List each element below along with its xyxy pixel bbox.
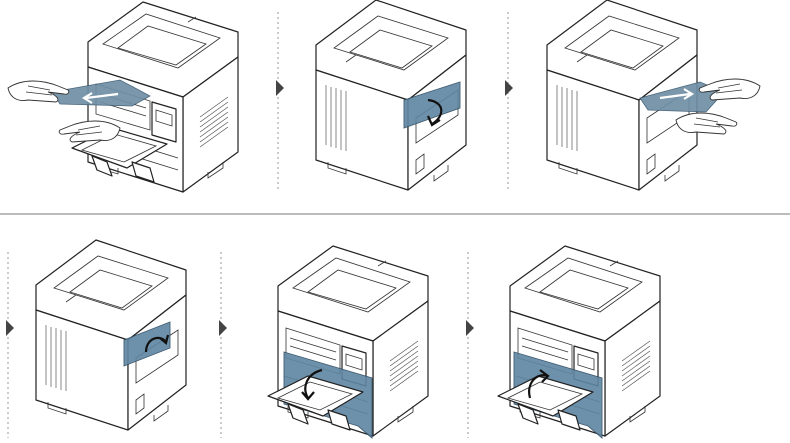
close-arrow-icon — [144, 334, 170, 353]
hand-icon — [675, 112, 738, 135]
step-marker-6-icon — [466, 320, 474, 336]
step-marker-2-icon — [276, 80, 284, 96]
jammed-paper-icon — [51, 79, 151, 107]
pull-arrow-icon — [659, 88, 695, 100]
step-2-open-rear-cover — [315, 0, 467, 191]
step-5-open-front-cover — [267, 245, 429, 439]
open-arrow-icon — [301, 368, 323, 401]
close-arrow-icon — [528, 369, 550, 399]
step-1-pull-paper-front — [7, 1, 239, 193]
step-4-close-rear-cover — [35, 239, 187, 431]
pull-arrow-icon — [81, 92, 119, 104]
rear-cover-icon — [403, 81, 461, 129]
step-6-close-front-cover — [497, 245, 661, 439]
step-marker-4-icon — [6, 320, 14, 336]
step-marker-5-icon — [219, 320, 227, 336]
open-arrow-icon — [426, 98, 443, 127]
step-3-pull-paper-rear — [546, 0, 761, 191]
hand-icon — [58, 120, 121, 143]
step-marker-3-icon — [505, 80, 513, 96]
